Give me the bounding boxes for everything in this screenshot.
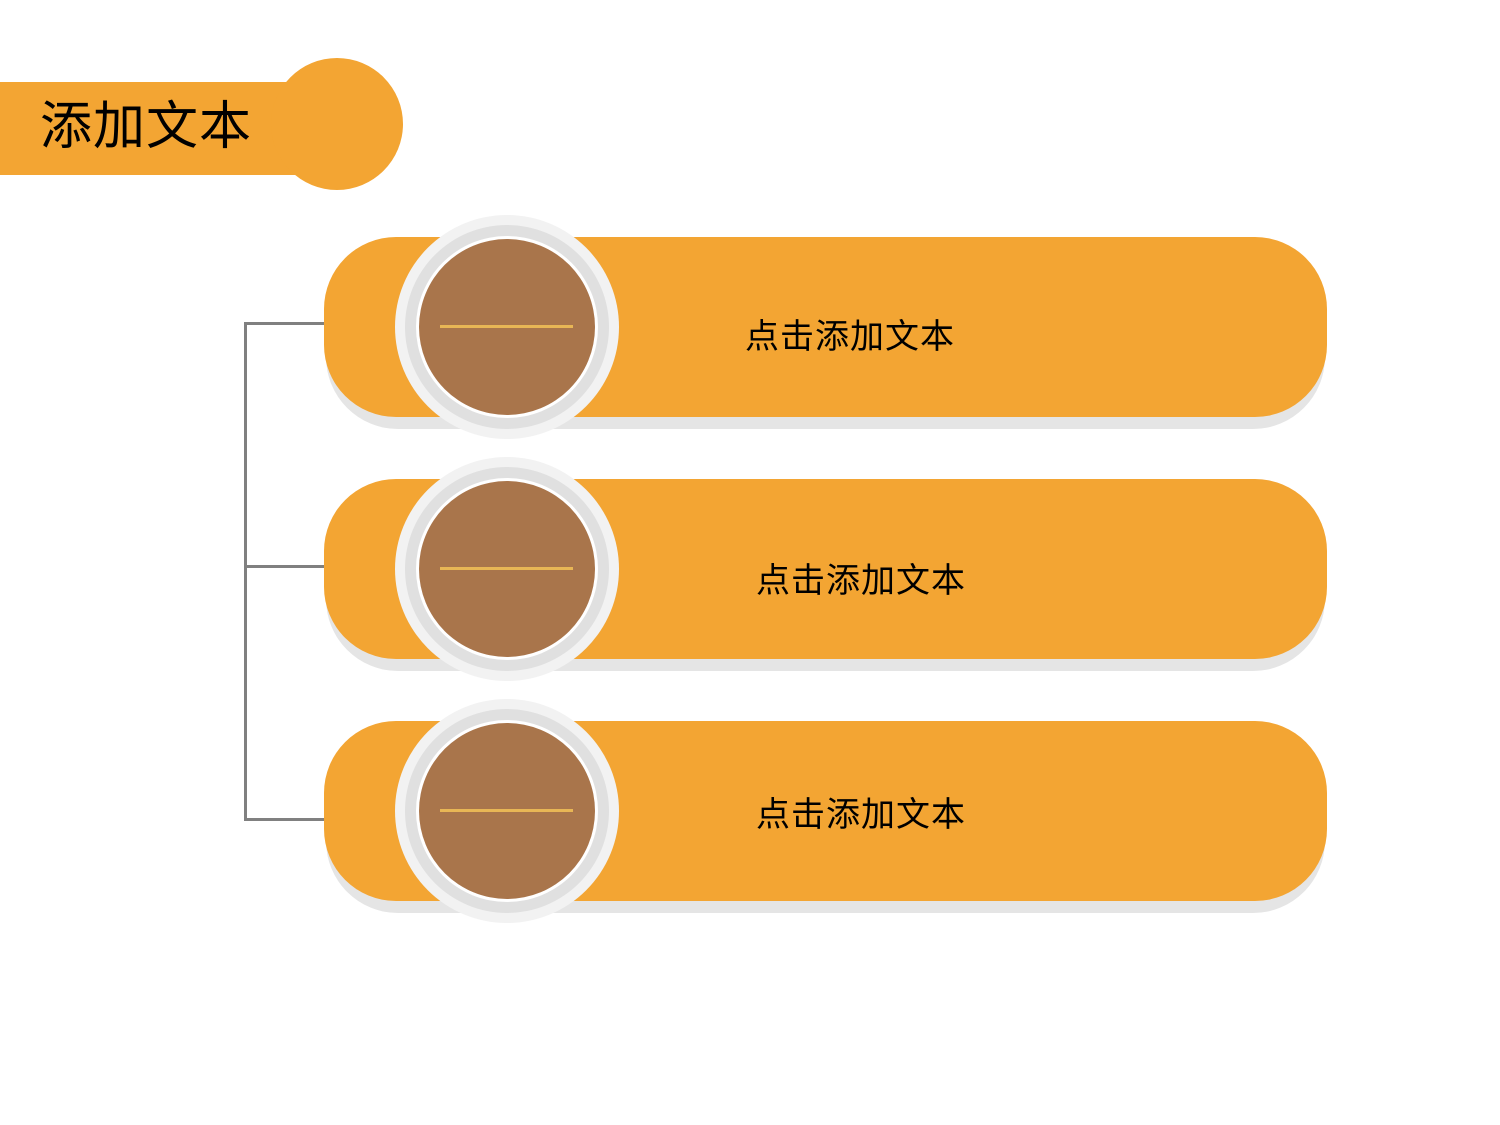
connector-branch-3: [244, 818, 326, 821]
circle-core: [419, 239, 595, 415]
item-text[interactable]: 点击添加文本: [745, 317, 955, 357]
divider-line: [440, 567, 573, 570]
divider-line: [440, 809, 573, 812]
list-item-1: 点击添加文本: [324, 215, 1327, 439]
list-item-3: 点击添加文本: [324, 699, 1327, 923]
circle-core: [419, 481, 595, 657]
list-item-2: 点击添加文本: [324, 457, 1327, 681]
item-text[interactable]: 点击添加文本: [756, 795, 966, 835]
page-title[interactable]: 添加文本: [40, 97, 253, 157]
circle-core: [419, 723, 595, 899]
circle-badge-icon: [395, 699, 619, 923]
connector-branch-1: [244, 322, 326, 325]
connector-branch-2: [244, 565, 326, 568]
title-banner-circle: [271, 58, 403, 190]
title-banner: [0, 82, 320, 175]
item-text[interactable]: 点击添加文本: [756, 561, 966, 601]
circle-badge-icon: [395, 457, 619, 681]
connector-vertical: [244, 322, 247, 821]
circle-badge-icon: [395, 215, 619, 439]
divider-line: [440, 325, 573, 328]
